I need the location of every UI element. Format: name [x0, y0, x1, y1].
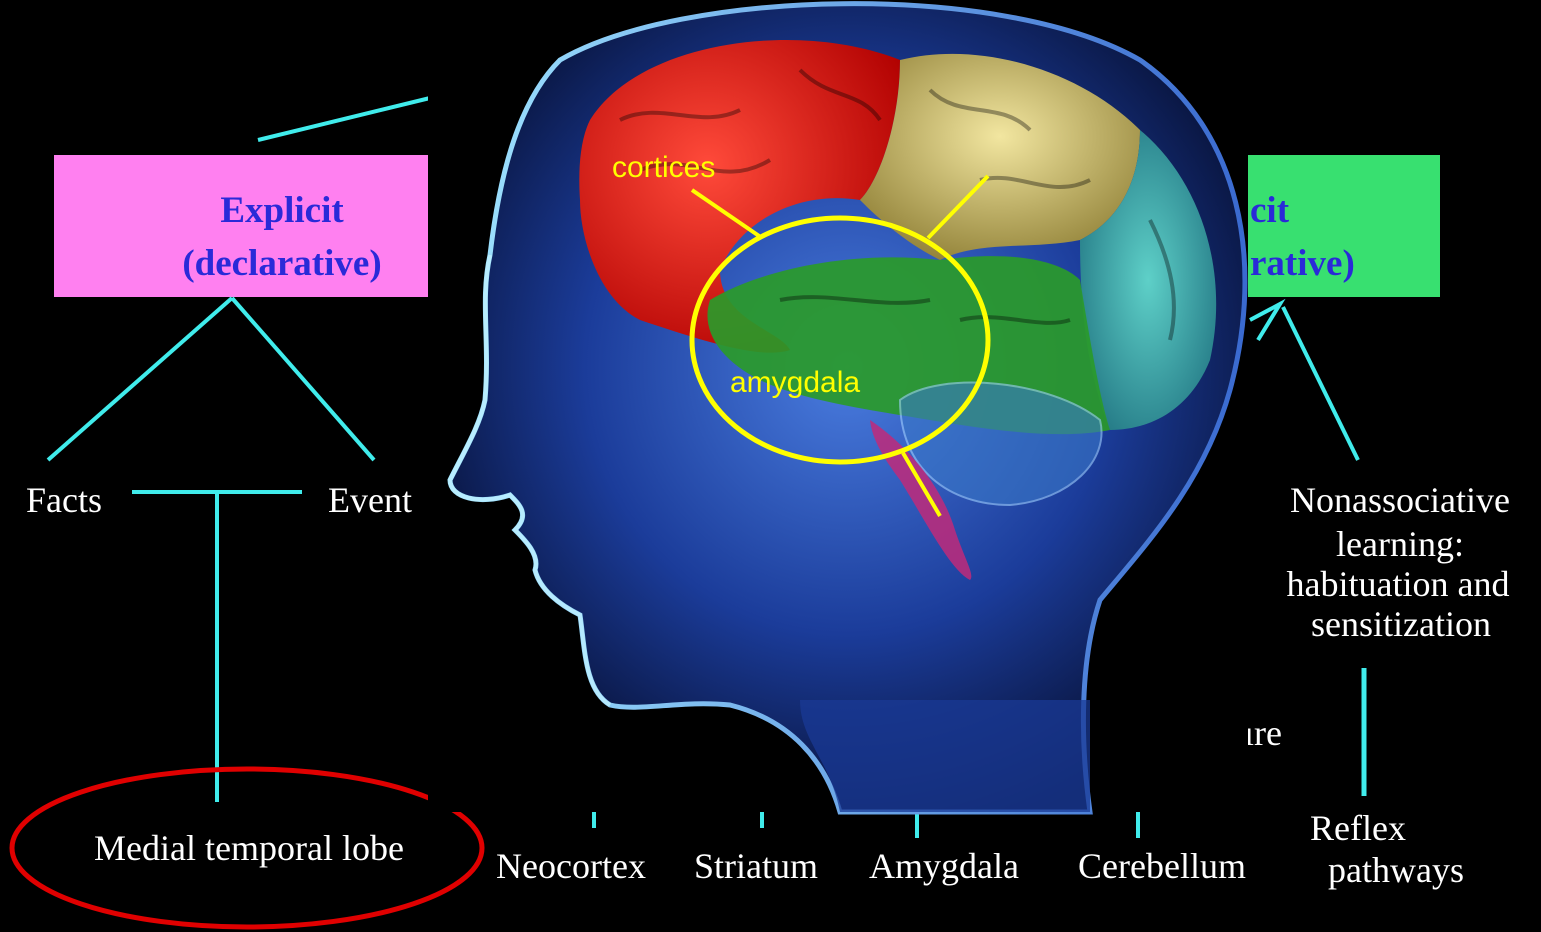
nonassociative-line1: Nonassociative [1290, 480, 1510, 520]
facts-label: Facts [26, 480, 102, 520]
reflex-line2: pathways [1328, 850, 1464, 890]
neck [800, 700, 1090, 812]
amygdala-label: Amygdala [869, 846, 1019, 886]
brain-head-image: cortices amygdala [428, 0, 1248, 812]
nonassociative-line2: learning: [1336, 524, 1464, 564]
explicit-box: Explicit (declarative) [54, 155, 428, 297]
cortices-label: cortices [612, 151, 715, 184]
neocortex-label: Neocortex [496, 846, 646, 886]
mtl-label: Medial temporal lobe [94, 828, 404, 868]
implicit-box-line1: cit [1250, 190, 1290, 231]
implicit-box-line2: rative) [1250, 243, 1355, 284]
nonassociative-line4: sensitization [1311, 604, 1491, 644]
events-label: Event [328, 480, 412, 520]
implicit-box: cit rative) [1248, 155, 1440, 297]
partial-label: ıre [1244, 713, 1282, 753]
amygdala-brain-label: amygdala [730, 366, 860, 399]
striatum-label: Striatum [694, 846, 818, 886]
cerebellum-label: Cerebellum [1078, 846, 1246, 886]
explicit-box-line2: (declarative) [182, 243, 381, 284]
reflex-line1: Reflex [1310, 808, 1406, 848]
nonassociative-line3: habituation and [1287, 564, 1510, 604]
explicit-box-line1: Explicit [220, 190, 344, 231]
